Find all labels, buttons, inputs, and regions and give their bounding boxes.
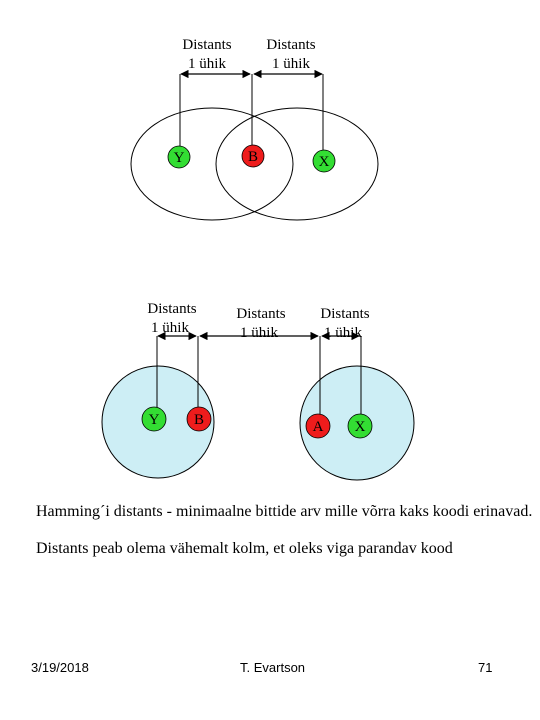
- top-ellipse-left: [130, 107, 294, 221]
- footer-date: 3/19/2018: [31, 660, 89, 675]
- top-label-1-line2: 1 ühik: [188, 56, 226, 72]
- bottom-diagram: Distants 1 ühik Distants 1 ühik Distants…: [101, 301, 415, 481]
- bottom-node-x: [347, 413, 373, 439]
- top-diagram: Distants 1 ühik Distants 1 ühik Y B X: [130, 37, 379, 221]
- top-label-2-line2: 1 ühik: [272, 56, 310, 72]
- footer-author: T. Evartson: [240, 660, 306, 675]
- top-ellipse-right: [215, 107, 379, 221]
- bottom-label-3-line2: 1 ühik: [324, 325, 362, 341]
- top-label-1-line1: Distants: [182, 37, 231, 53]
- bottom-label-1-line1: Distants: [147, 301, 196, 317]
- top-node-b: [241, 144, 265, 168]
- hamming-definition: Hamming´i distants - minimaalne bittide …: [36, 503, 533, 520]
- bottom-node-a: [305, 413, 331, 439]
- top-node-x: [312, 149, 336, 173]
- bottom-node-y: [141, 406, 167, 432]
- bottom-node-b-label: B: [194, 412, 204, 428]
- bottom-label-1-line2: 1 ühik: [151, 320, 189, 336]
- top-label-2-line1: Distants: [266, 37, 315, 53]
- bottom-node-y-label: Y: [149, 412, 160, 428]
- bottom-label-2-line2: 1 ühik: [240, 325, 278, 341]
- top-node-y-label: Y: [174, 150, 185, 166]
- distance-rule: Distants peab olema vähemalt kolm, et ol…: [36, 540, 453, 557]
- footer-page-number: 71: [478, 660, 493, 675]
- bottom-node-a-label: A: [313, 419, 324, 435]
- bottom-node-x-label: X: [355, 419, 366, 435]
- bottom-label-3-line1: Distants: [320, 306, 369, 322]
- bottom-node-b: [186, 406, 212, 432]
- bottom-label-2-line1: Distants: [236, 306, 285, 322]
- top-node-x-label: X: [319, 154, 330, 170]
- top-node-b-label: B: [248, 149, 258, 165]
- top-node-y: [167, 145, 191, 169]
